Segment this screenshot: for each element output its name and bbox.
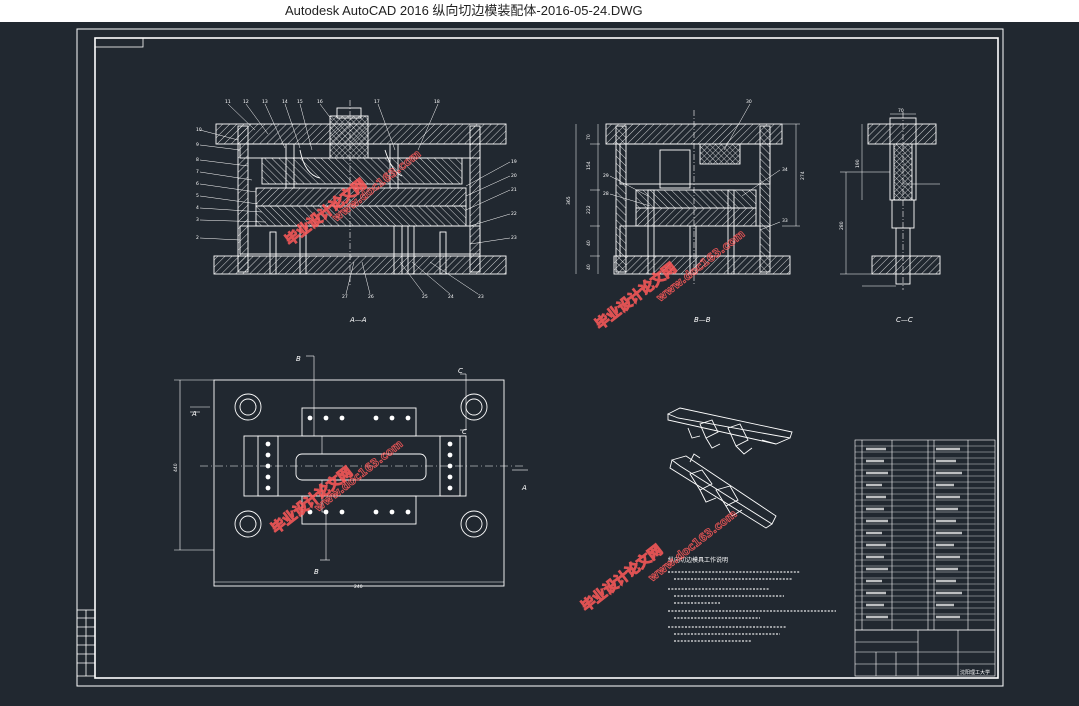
- svg-text:27: 27: [342, 294, 348, 300]
- plan-view-cut-lines: [174, 355, 528, 583]
- technical-notes: 纵向切边模具工作说明: [668, 556, 836, 642]
- cut-marker-b-bottom: B: [314, 568, 319, 576]
- svg-text:21: 21: [511, 187, 517, 193]
- bom-rows: [855, 445, 995, 621]
- section-a-a-label: A—A: [349, 316, 367, 324]
- plan-view-markers: A A B B C C: [191, 355, 527, 576]
- window-title: Autodesk AutoCAD 2016 纵向切边模装配体-2016-05-2…: [285, 3, 643, 18]
- svg-text:18: 18: [434, 99, 440, 105]
- svg-text:17: 17: [374, 99, 380, 105]
- svg-text:33: 33: [782, 218, 788, 224]
- isometric-part-upper[interactable]: [666, 407, 793, 455]
- svg-text:15: 15: [297, 99, 303, 105]
- drawing-canvas[interactable]: 11 12 13 14 15 16 17 18 10 9 8 7 6 5 4 3 2 19 20 21 2…: [0, 22, 1079, 702]
- svg-text:29: 29: [603, 173, 609, 179]
- svg-text:23: 23: [478, 294, 484, 300]
- section-a-a-leaders: [199, 103, 511, 295]
- section-c-c-label: C—C: [896, 316, 913, 324]
- section-a-a-part-numbers: 11 12 13 14 15 16 17 18 10 9 8 7 6 5 4 3 2 19 20 21 2…: [196, 99, 517, 300]
- svg-text:11: 11: [225, 99, 231, 105]
- svg-text:26: 26: [368, 294, 374, 300]
- section-b-b-view[interactable]: [605, 110, 791, 285]
- svg-text:4: 4: [196, 205, 199, 211]
- svg-text:12: 12: [243, 99, 249, 105]
- svg-text:23: 23: [511, 235, 517, 241]
- svg-text:25: 25: [422, 294, 428, 300]
- svg-text:7: 7: [196, 169, 199, 175]
- window-title-bar: Autodesk AutoCAD 2016 纵向切边模装配体-2016-05-2…: [0, 0, 1079, 22]
- svg-text:20: 20: [511, 173, 517, 179]
- svg-text:22: 22: [511, 211, 517, 217]
- bill-of-materials[interactable]: [854, 439, 996, 631]
- svg-text:16: 16: [317, 99, 323, 105]
- svg-text:40: 40: [586, 240, 592, 246]
- plan-height-dim: 440: [173, 463, 179, 472]
- svg-text:9: 9: [196, 142, 199, 148]
- plan-view-bolts: [265, 415, 453, 515]
- svg-text:6: 6: [196, 181, 199, 187]
- svg-text:154: 154: [586, 161, 592, 170]
- svg-text:5: 5: [196, 193, 199, 199]
- section-b-b-dim-text: 30 29 28 34 33 365 70 154 222 40 40 274: [566, 99, 806, 270]
- bom-entries: [866, 447, 962, 619]
- cc-top-dim: 190: [855, 159, 861, 168]
- cc-mid-dim: 280: [839, 221, 845, 230]
- binding-strip: [76, 609, 96, 677]
- plan-width-dim: 240: [354, 584, 363, 590]
- svg-text:14: 14: [282, 99, 288, 105]
- cut-marker-a-left: A: [191, 410, 197, 418]
- tech-notes-title: 纵向切边模具工作说明: [668, 556, 728, 564]
- title-block-org: 沈阳理工大学: [960, 669, 990, 676]
- section-a-a-view[interactable]: [213, 100, 507, 285]
- svg-text:70: 70: [586, 134, 592, 140]
- svg-text:8: 8: [196, 157, 199, 163]
- svg-text:10: 10: [196, 127, 202, 133]
- cut-marker-b-top: B: [296, 355, 301, 363]
- svg-text:222: 222: [586, 205, 592, 214]
- title-block[interactable]: [854, 629, 996, 677]
- section-c-c-view[interactable]: [867, 112, 941, 290]
- svg-text:28: 28: [603, 191, 609, 197]
- section-c-c-dim-text: 70 190 280: [839, 108, 904, 230]
- cc-width-dim: 70: [898, 108, 904, 114]
- svg-text:3: 3: [196, 217, 199, 223]
- bb-height-dim: 365: [566, 196, 572, 205]
- section-b-b-dimensions: [575, 103, 800, 274]
- cut-marker-a-right: A: [521, 484, 527, 492]
- svg-text:274: 274: [800, 171, 806, 180]
- svg-text:2: 2: [196, 235, 199, 241]
- section-b-b-label: B—B: [694, 316, 711, 324]
- svg-text:19: 19: [511, 159, 517, 165]
- watermark-cn-3: 毕业设计论文网: [268, 463, 356, 537]
- svg-text:34: 34: [782, 167, 788, 173]
- isometric-part-lower[interactable]: [669, 453, 777, 529]
- plan-view-dim-text: 240 440: [173, 463, 363, 590]
- section-c-c-dimensions: [840, 113, 940, 287]
- watermark-url-3: www.doc163.com: [312, 437, 406, 514]
- cut-marker-c-top: C: [458, 367, 463, 375]
- svg-text:40: 40: [586, 264, 592, 270]
- tech-notes-lines: [668, 571, 836, 642]
- cut-marker-c-bottom: C: [462, 428, 467, 436]
- sheet-border: [76, 28, 1004, 687]
- svg-text:13: 13: [262, 99, 268, 105]
- svg-text:24: 24: [448, 294, 454, 300]
- svg-text:30: 30: [746, 99, 752, 105]
